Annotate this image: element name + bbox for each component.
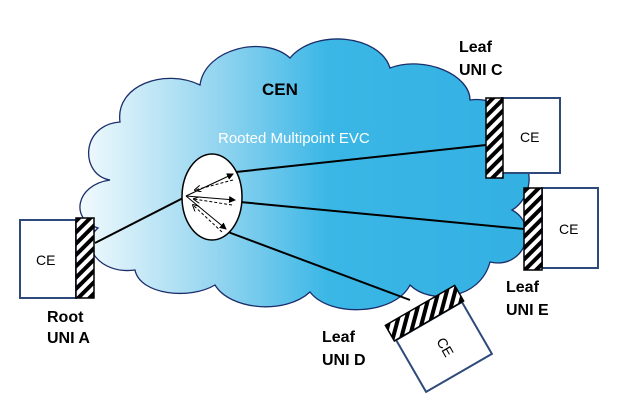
leaf-c-role-label: Leaf	[459, 39, 493, 56]
leaf-d-uni-label: UNI D	[322, 352, 366, 369]
leaf-e-uni-label: UNI E	[506, 302, 549, 319]
leaf-c-ce-label: CE	[520, 129, 539, 145]
leaf-e-ce: CE	[523, 187, 599, 271]
cen-cloud	[79, 38, 530, 311]
root-role-label: Root	[47, 309, 84, 326]
leaf-d-role-label: Leaf	[322, 329, 356, 346]
evc-label: Rooted Multipoint EVC	[218, 130, 370, 147]
root-uni-port	[75, 217, 95, 299]
leaf-d-ce: CE	[384, 284, 494, 394]
leaf-e-ce-box	[541, 187, 599, 269]
root-ce-label: CE	[36, 252, 55, 268]
leaf-c-ce-box	[501, 97, 561, 174]
root-ce: CE	[19, 217, 95, 299]
root-ce-box	[19, 219, 77, 299]
link-root	[94, 195, 188, 244]
cen-label: CEN	[262, 80, 298, 99]
leaf-c-ce: CE	[485, 97, 561, 179]
evc-hub	[181, 153, 243, 241]
link-leaf-e	[239, 201, 525, 230]
leaf-d-uni-port	[384, 284, 465, 342]
leaf-e-ce-label: CE	[559, 221, 578, 237]
leaf-e-uni-port	[523, 187, 543, 271]
leaf-e-role-label: Leaf	[506, 279, 540, 296]
link-leaf-c	[235, 144, 487, 173]
leaf-c-uni-port	[485, 97, 504, 179]
hub-arrows	[185, 173, 236, 233]
link-leaf-d	[227, 231, 411, 301]
leaf-c-uni-label: UNI C	[459, 62, 503, 79]
root-uni-label: UNI A	[47, 330, 90, 347]
